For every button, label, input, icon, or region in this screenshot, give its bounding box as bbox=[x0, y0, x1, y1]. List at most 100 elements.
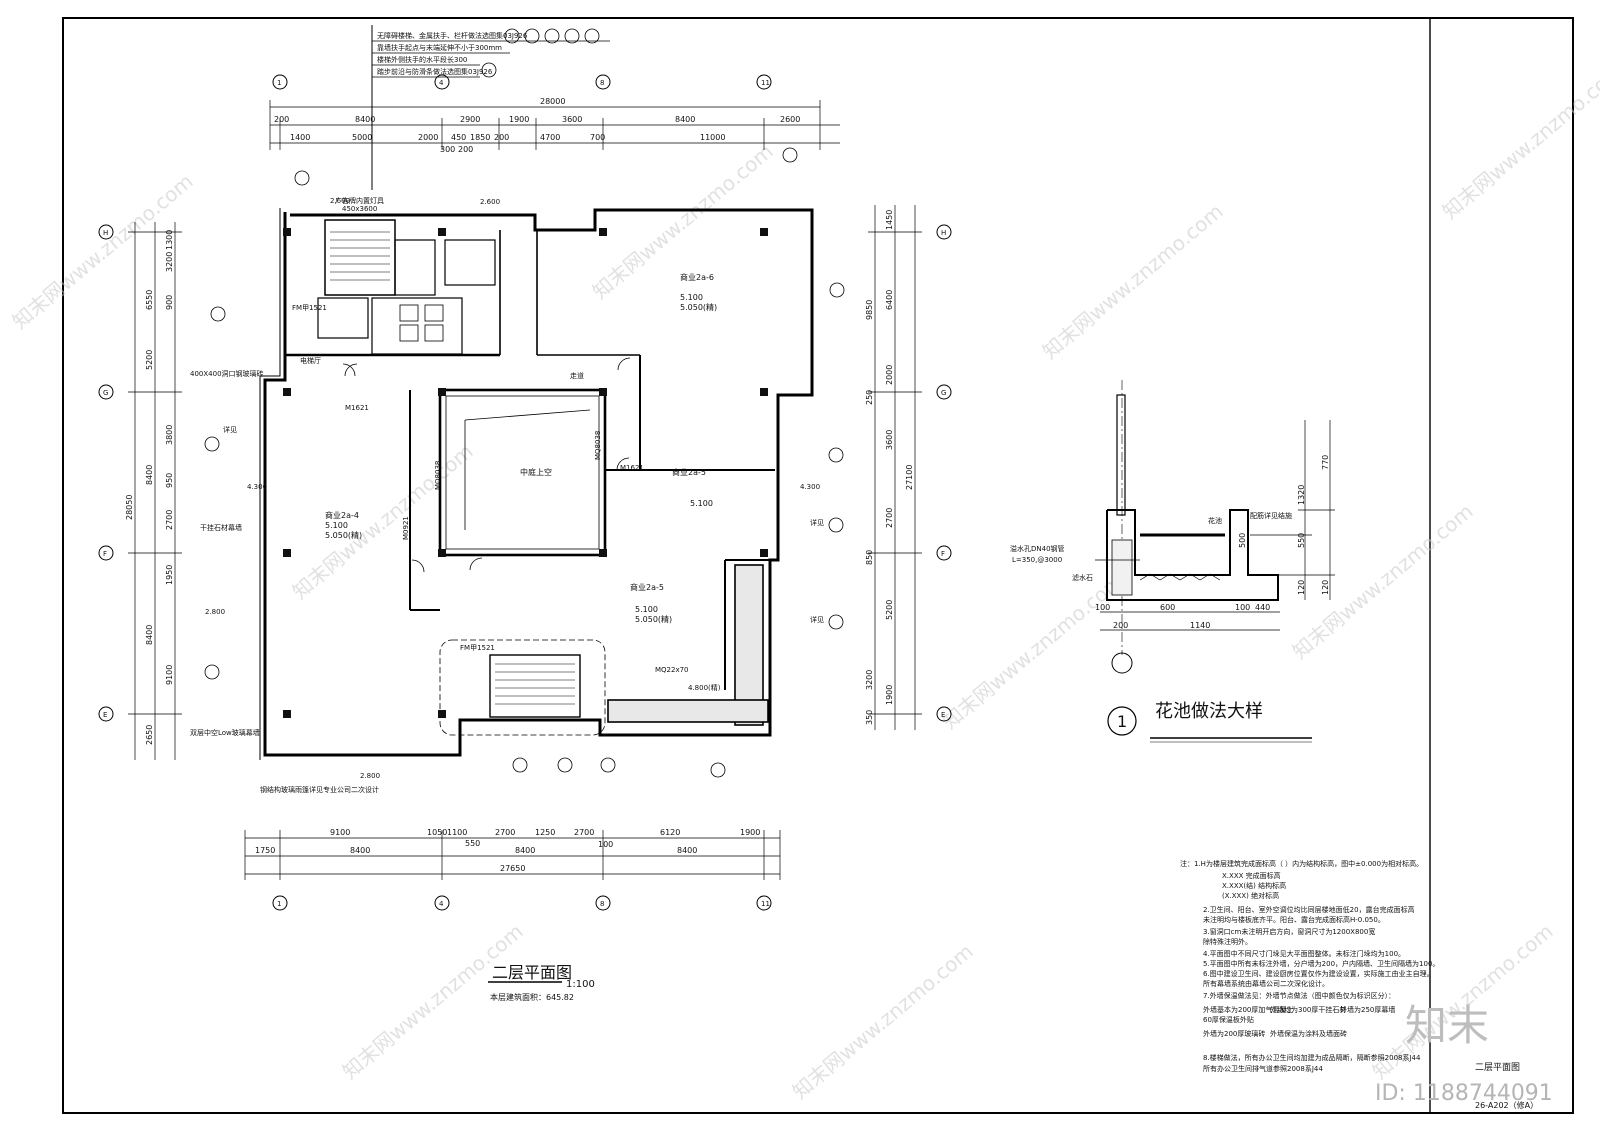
svg-text:MQ8038: MQ8038 bbox=[434, 461, 442, 490]
plan-annotations: FM甲1521 FM甲1521 MQ8038 MQ8038 MQ22x70 M1… bbox=[190, 196, 824, 794]
svg-text:双层中空Low玻璃幕墙: 双层中空Low玻璃幕墙 bbox=[190, 728, 260, 737]
svg-text:8400: 8400 bbox=[145, 625, 154, 645]
svg-text:1: 1 bbox=[277, 79, 281, 87]
svg-text:详见: 详见 bbox=[810, 518, 824, 527]
svg-text:11000: 11000 bbox=[700, 133, 725, 142]
svg-text:8400: 8400 bbox=[355, 115, 375, 124]
svg-text:5.050(精): 5.050(精) bbox=[680, 302, 717, 312]
svg-text:11: 11 bbox=[761, 79, 770, 87]
svg-text:1320: 1320 bbox=[1297, 485, 1306, 505]
svg-text:3200: 3200 bbox=[865, 670, 874, 690]
svg-text:1: 1 bbox=[277, 900, 281, 908]
svg-text:8400: 8400 bbox=[675, 115, 695, 124]
svg-text:滤水石: 滤水石 bbox=[1072, 573, 1093, 582]
svg-text:200: 200 bbox=[274, 115, 289, 124]
svg-text:450x3600: 450x3600 bbox=[342, 205, 377, 213]
svg-text:2.600: 2.600 bbox=[480, 198, 500, 206]
svg-text:350: 350 bbox=[865, 710, 874, 725]
svg-text:2.800: 2.800 bbox=[360, 772, 380, 780]
svg-text:2.600: 2.600 bbox=[330, 197, 350, 205]
general-notes: 注：1.H为楼层建筑完成面标高（ ）内为结构标高，图中±0.000为相对标高。 … bbox=[1180, 859, 1439, 1073]
svg-text:700: 700 bbox=[590, 133, 605, 142]
svg-text:200: 200 bbox=[494, 133, 509, 142]
svg-text:1750: 1750 bbox=[255, 846, 275, 855]
watermark-text-6: 知末网www.znzmo.com bbox=[938, 569, 1128, 734]
svg-text:1050: 1050 bbox=[427, 828, 447, 837]
svg-text:除特殊注明外。: 除特殊注明外。 bbox=[1203, 937, 1252, 946]
svg-text:28050: 28050 bbox=[125, 495, 134, 520]
svg-text:5.100: 5.100 bbox=[635, 605, 658, 614]
svg-text:外墙为200厚玻璃砖: 外墙为200厚玻璃砖 bbox=[1203, 1029, 1265, 1038]
svg-text:8400: 8400 bbox=[515, 846, 535, 855]
svg-text:60厚保温板外贴: 60厚保温板外贴 bbox=[1203, 1015, 1254, 1024]
watermark-text-9: 知末网www.znzmo.com bbox=[1438, 59, 1600, 224]
svg-text:4.300: 4.300 bbox=[800, 483, 820, 491]
svg-text:干挂石材幕墙: 干挂石材幕墙 bbox=[200, 523, 242, 532]
svg-text:7.外墙保温做法见：外墙节点做法（图中颜色仅为标识区分）：: 7.外墙保温做法见：外墙节点做法（图中颜色仅为标识区分）： bbox=[1203, 991, 1395, 1000]
svg-text:3600: 3600 bbox=[885, 430, 894, 450]
room-labels: 商业2a-6 5.100 5.050(精) 商业2a-5 5.100 商业2a-… bbox=[300, 272, 717, 624]
svg-text:外墙为250厚幕墙: 外墙为250厚幕墙 bbox=[1340, 1005, 1395, 1014]
svg-text:2700: 2700 bbox=[165, 510, 174, 530]
svg-text:F: F bbox=[103, 550, 107, 558]
svg-text:120: 120 bbox=[1321, 580, 1330, 595]
svg-text:5.平面图中所有未标注外墙，分户墙为200，户内隔墙、卫生间: 5.平面图中所有未标注外墙，分户墙为200，户内隔墙、卫生间隔墙为100。 bbox=[1203, 959, 1439, 968]
svg-text:4.300: 4.300 bbox=[247, 483, 267, 491]
svg-text:1300: 1300 bbox=[165, 230, 174, 250]
svg-text:5.100: 5.100 bbox=[690, 499, 713, 508]
sheet-border bbox=[62, 17, 1574, 1114]
svg-text:1900: 1900 bbox=[740, 828, 760, 837]
svg-text:钢结构玻璃雨篷详见专业公司二次设计: 钢结构玻璃雨篷详见专业公司二次设计 bbox=[260, 785, 379, 794]
svg-text:400X400洞口钢玻璃砖: 400X400洞口钢玻璃砖 bbox=[190, 369, 264, 378]
svg-text:FM甲1521: FM甲1521 bbox=[292, 304, 327, 312]
svg-text:H: H bbox=[103, 229, 108, 237]
svg-text:5.100: 5.100 bbox=[680, 293, 703, 302]
room-2a-5-upper-name: 商业2a-5 bbox=[672, 467, 706, 477]
atrium-void-label: 中庭上空 bbox=[520, 467, 552, 477]
brand-watermark: 知末 ID: 1188744091 bbox=[1375, 1001, 1553, 1106]
drawing-scale: 1:100 bbox=[566, 979, 595, 990]
svg-text:8400: 8400 bbox=[677, 846, 697, 855]
svg-text:X.XXX(结) 结构标高: X.XXX(结) 结构标高 bbox=[1222, 881, 1286, 890]
svg-text:4: 4 bbox=[439, 79, 444, 87]
svg-text:6550: 6550 bbox=[145, 290, 154, 310]
svg-text:9850: 9850 bbox=[865, 300, 874, 320]
svg-text:2.800: 2.800 bbox=[205, 608, 225, 616]
svg-text:120: 120 bbox=[1297, 580, 1306, 595]
svg-text:4.800(精): 4.800(精) bbox=[688, 683, 721, 692]
svg-text:广告牌内置灯具: 广告牌内置灯具 bbox=[335, 196, 384, 205]
svg-text:F: F bbox=[941, 550, 945, 558]
watermark-text-5: 知末网www.znzmo.com bbox=[788, 939, 978, 1104]
svg-text:100: 100 bbox=[1095, 603, 1110, 612]
dimensions-top bbox=[269, 100, 840, 150]
svg-text:300: 300 bbox=[440, 145, 455, 154]
svg-text:详见: 详见 bbox=[810, 615, 824, 624]
svg-text:(X.XXX) 绝对标高: (X.XXX) 绝对标高 bbox=[1222, 891, 1279, 900]
detail-callout-markers bbox=[204, 147, 845, 778]
svg-text:770: 770 bbox=[1321, 455, 1330, 470]
svg-text:1450: 1450 bbox=[885, 210, 894, 230]
brand-logo: 知末 bbox=[1405, 1001, 1489, 1050]
svg-text:E: E bbox=[103, 711, 107, 719]
svg-text:3600: 3600 bbox=[562, 115, 582, 124]
room-2a-5-name: 商业2a-5 bbox=[630, 582, 664, 592]
svg-text:溢水孔DN40钢管: 溢水孔DN40钢管 bbox=[1010, 544, 1065, 553]
room-2a-4-name: 商业2a-4 bbox=[325, 510, 359, 520]
svg-text:550: 550 bbox=[465, 839, 480, 848]
svg-text:未注明均与楼板底齐平。阳台、露台完成面标高H-0.050。: 未注明均与楼板底齐平。阳台、露台完成面标高H-0.050。 bbox=[1203, 915, 1385, 924]
room-2a-6-name: 商业2a-6 bbox=[680, 272, 714, 282]
svg-text:外墙基本为200厚加气混凝土: 外墙基本为200厚加气混凝土 bbox=[1203, 1005, 1293, 1014]
svg-text:1140: 1140 bbox=[1190, 621, 1210, 630]
svg-text:5.050(精): 5.050(精) bbox=[635, 614, 672, 624]
svg-text:8: 8 bbox=[600, 79, 604, 87]
stair-notes: 无障碍楼梯、金属扶手、栏杆做法选图集03J926 靠墙扶手起点与末端延伸不小于3… bbox=[371, 25, 610, 190]
svg-text:5200: 5200 bbox=[885, 600, 894, 620]
sheet-title: 二层平面图 bbox=[1475, 1062, 1520, 1073]
detail-title: 花池做法大样 bbox=[1155, 701, 1263, 722]
svg-text:850: 850 bbox=[865, 550, 874, 565]
svg-text:1900: 1900 bbox=[885, 685, 894, 705]
svg-text:27650: 27650 bbox=[500, 864, 525, 873]
drawing-title-block: 二层平面图 1:100 本层建筑面积：645.82 bbox=[488, 963, 595, 1002]
svg-text:100: 100 bbox=[598, 840, 613, 849]
svg-text:MQ8038: MQ8038 bbox=[594, 431, 602, 460]
